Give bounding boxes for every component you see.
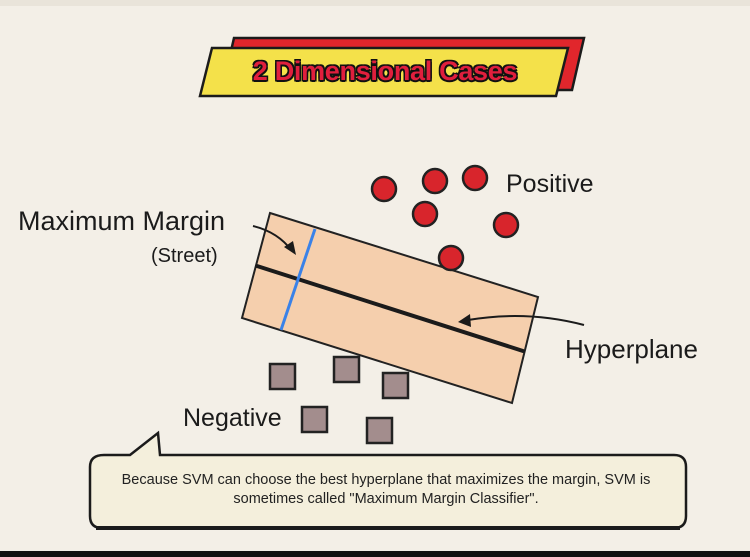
title-banner: 2 Dimensional Cases: [196, 34, 588, 100]
positive-label: Positive: [506, 170, 594, 198]
negative-point: [268, 362, 297, 391]
caption-text: Because SVM can choose the best hyperpla…: [121, 472, 651, 507]
negative-point: [332, 355, 361, 384]
page-title: 2 Dimensional Cases: [252, 56, 518, 86]
hyperplane-arrow: [458, 314, 585, 327]
banner-shape: [198, 36, 586, 98]
positive-point: [437, 244, 465, 272]
negative-point: [381, 371, 410, 400]
hyperplane-label: Hyperplane: [565, 334, 698, 364]
margin-arrow: [252, 225, 296, 255]
top-strip: [0, 0, 750, 6]
bottom-strip: [0, 551, 750, 557]
margin-width-marker: [279, 228, 317, 331]
positive-point: [421, 167, 449, 195]
negative-points: [268, 355, 410, 445]
negative-point: [365, 416, 394, 445]
positive-point: [492, 211, 520, 239]
negative-point: [300, 405, 329, 434]
negative-label: Negative: [183, 404, 282, 432]
positive-points: [370, 164, 520, 272]
positive-point: [461, 164, 489, 192]
positive-point: [411, 200, 439, 228]
street-label: (Street): [151, 245, 218, 267]
hyperplane-line: [255, 264, 525, 353]
positive-point: [370, 175, 398, 203]
maximum-margin-label: Maximum Margin: [18, 206, 226, 236]
